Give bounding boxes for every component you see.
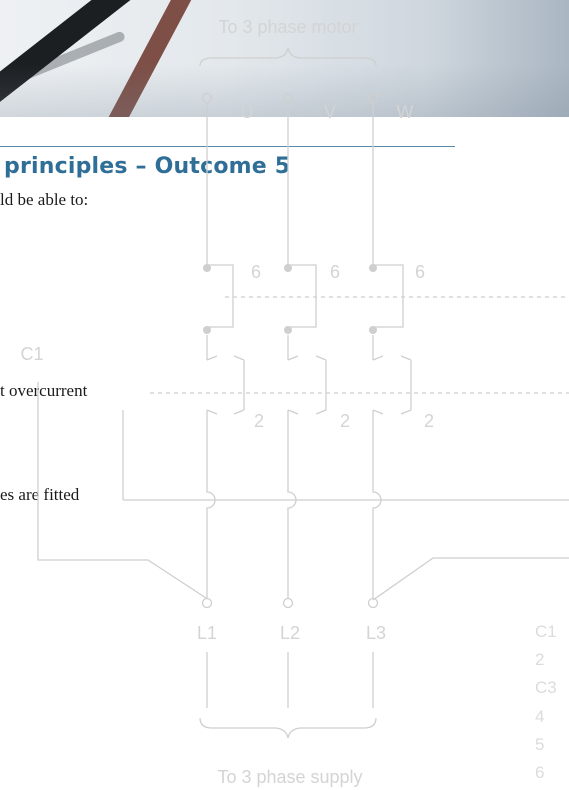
- section-rule: [0, 146, 455, 147]
- diagram-top-caption: To 3 phase motor: [218, 17, 357, 37]
- key-label: C1: [535, 622, 557, 641]
- key-label: 6: [535, 763, 544, 782]
- key-label: 4: [535, 707, 544, 726]
- body-text-line: es are fitted: [0, 485, 80, 504]
- overload-label: 6: [415, 262, 425, 282]
- key-label: 2: [535, 650, 544, 669]
- supply-label-l3: L3: [366, 623, 386, 643]
- terminal-label-v: V: [324, 102, 336, 122]
- overload-label: 6: [251, 262, 261, 282]
- body-text-line: ld be able to:: [0, 190, 89, 209]
- banner-shade: [0, 0, 569, 117]
- key-label: C3: [535, 678, 557, 697]
- header-banner-photo: [0, 0, 569, 117]
- supply-label-l2: L2: [280, 623, 300, 643]
- section-heading: principles – Outcome 5: [4, 154, 291, 179]
- diagram-bottom-caption: To 3 phase supply: [217, 767, 362, 787]
- terminal-label-w: W: [397, 102, 414, 122]
- contact-label-c1: C1: [20, 344, 43, 364]
- key-label: 5: [535, 735, 544, 754]
- body-text-line: t overcurrent: [0, 381, 88, 400]
- overload-label: 6: [330, 262, 340, 282]
- terminal-label-u: U: [241, 102, 254, 122]
- supply-label-l1: L1: [197, 623, 217, 643]
- aux-label: 2: [254, 411, 264, 431]
- aux-label: 2: [424, 411, 434, 431]
- aux-label: 2: [340, 411, 350, 431]
